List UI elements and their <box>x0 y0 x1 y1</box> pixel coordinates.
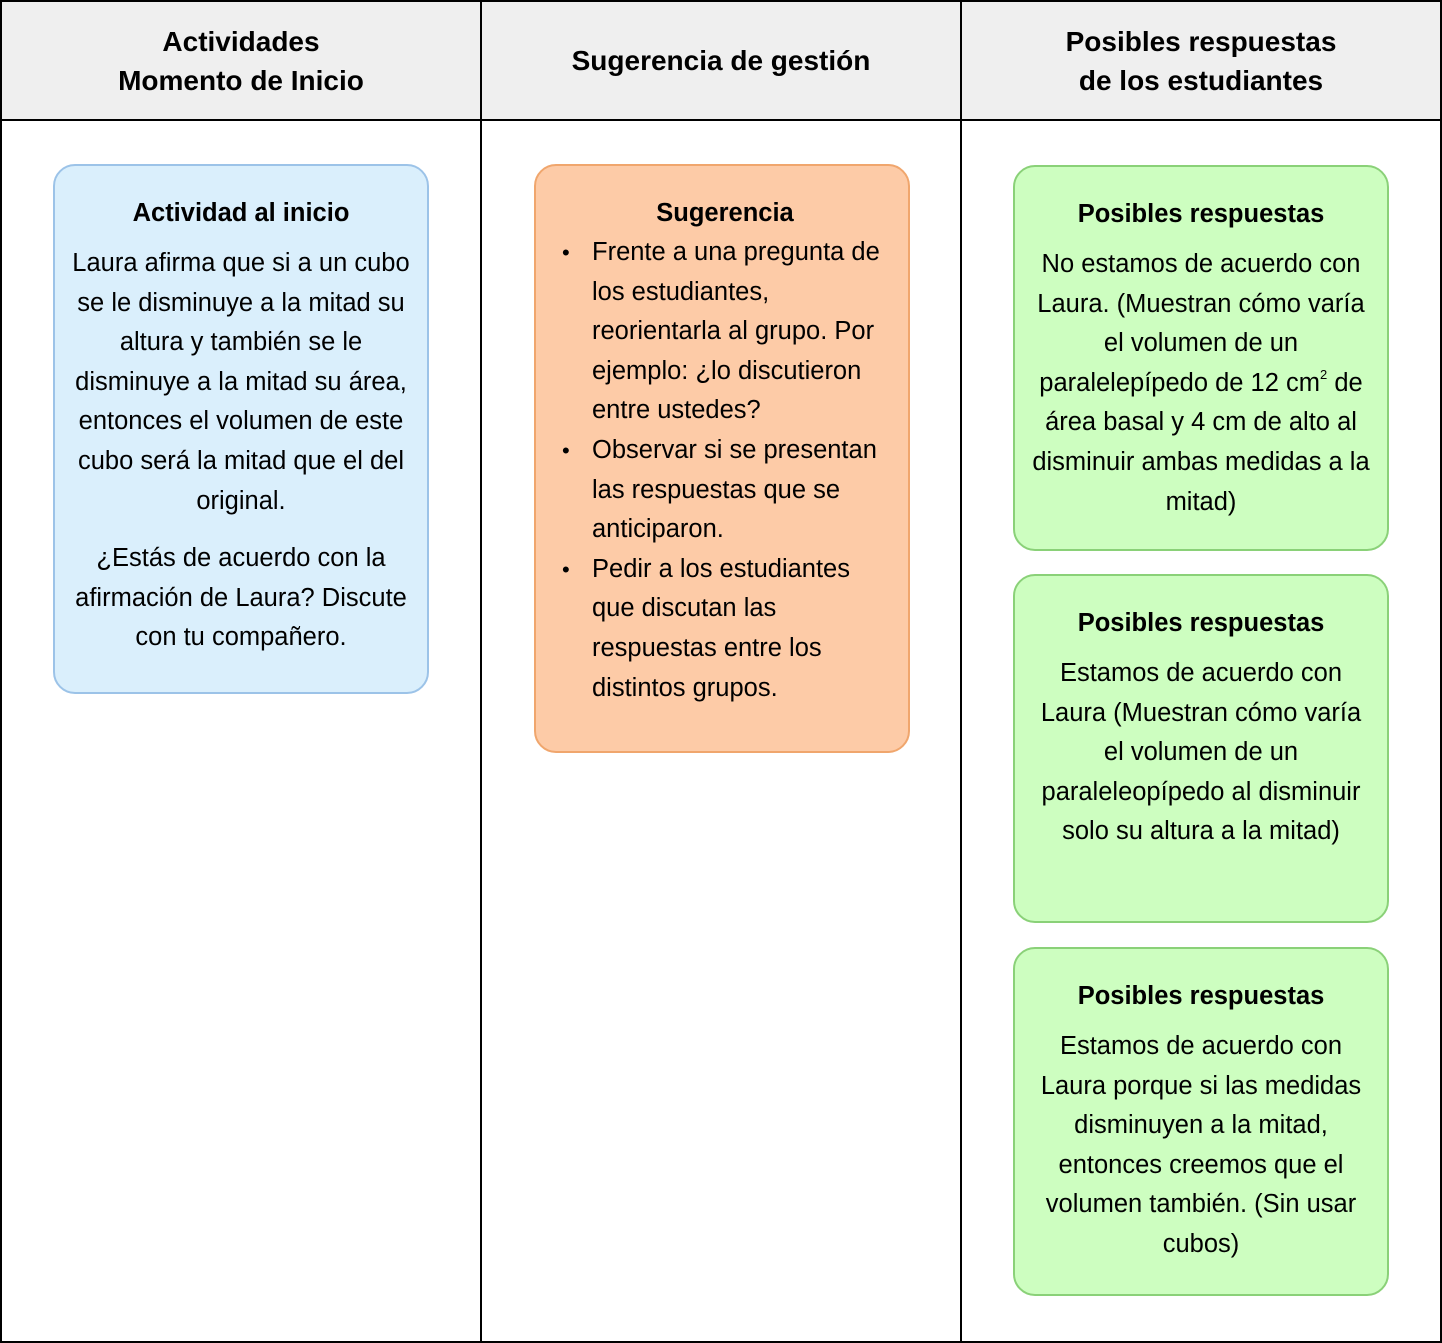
suggestion-item-text: Pedir a los estudiantes que discutan las… <box>592 554 850 702</box>
activity-card: Actividad al inicio Laura afirma que si … <box>53 164 429 694</box>
response-card: Posibles respuestas Estamos de acuerdo c… <box>1013 947 1389 1296</box>
suggestion-item-text: Observar si se presentan las respuestas … <box>592 435 877 544</box>
column-header-suggestion: Sugerencia de gestión <box>571 45 871 76</box>
suggestion-item: • Frente a una pregunta de los estudiante… <box>556 233 894 431</box>
response-text-part: No estamos de acuerdo con Laura. (Muestr… <box>1037 250 1365 397</box>
suggestion-card-title: Sugerencia <box>656 199 794 227</box>
suggestion-list: • Frente a una pregunta de los estudiante… <box>556 233 894 708</box>
response-card-title: Posibles respuestas <box>1077 982 1325 1010</box>
suggestion-card: Sugerencia • Frente a una pregunta de los… <box>534 164 910 753</box>
response-card-title: Posibles respuestas <box>1077 200 1325 228</box>
column-divider-1 <box>480 0 482 1343</box>
response-card-text: Estamos de acuerdo con Laura (Muestran c… <box>1040 659 1362 846</box>
activity-card-question: ¿Estás de acuerdo con la afirmación de L… <box>75 544 407 652</box>
header-divider <box>0 119 1442 121</box>
response-card-text: Estamos de acuerdo con Laura porque si l… <box>1040 1032 1362 1258</box>
superscript: 2 <box>1320 366 1328 382</box>
suggestion-item: • Pedir a los estudiantes que discutan la… <box>556 550 894 708</box>
suggestion-item: • Observar si se presentan las respuestas… <box>556 431 894 550</box>
response-text-part: de área basal y 4 cm de alto al disminui… <box>1032 368 1370 516</box>
activity-card-title: Actividad al inicio <box>132 199 350 227</box>
response-card: Posibles respuestas No estamos de acuerd… <box>1013 165 1389 551</box>
response-card-title: Posibles respuestas <box>1077 609 1325 637</box>
activity-card-statement: Laura afirma que si a un cubo se le dism… <box>72 249 410 515</box>
column-header-responses: Posibles respuestas de los estudiantes <box>1065 25 1337 96</box>
suggestion-item-text: Frente a una pregunta de los estudiantes… <box>592 238 880 425</box>
header-row <box>2 2 1440 119</box>
response-card-text: No estamos de acuerdo con Laura. (Muestr… <box>1029 245 1373 522</box>
bullet-icon: • <box>562 556 570 582</box>
bullet-icon: • <box>562 240 570 265</box>
bullet-icon: • <box>562 437 570 463</box>
response-card: Posibles respuestas Estamos de acuerdo c… <box>1013 574 1389 923</box>
column-header-activities: Actividades Momento de Inicio <box>118 25 364 96</box>
column-divider-2 <box>960 0 962 1343</box>
